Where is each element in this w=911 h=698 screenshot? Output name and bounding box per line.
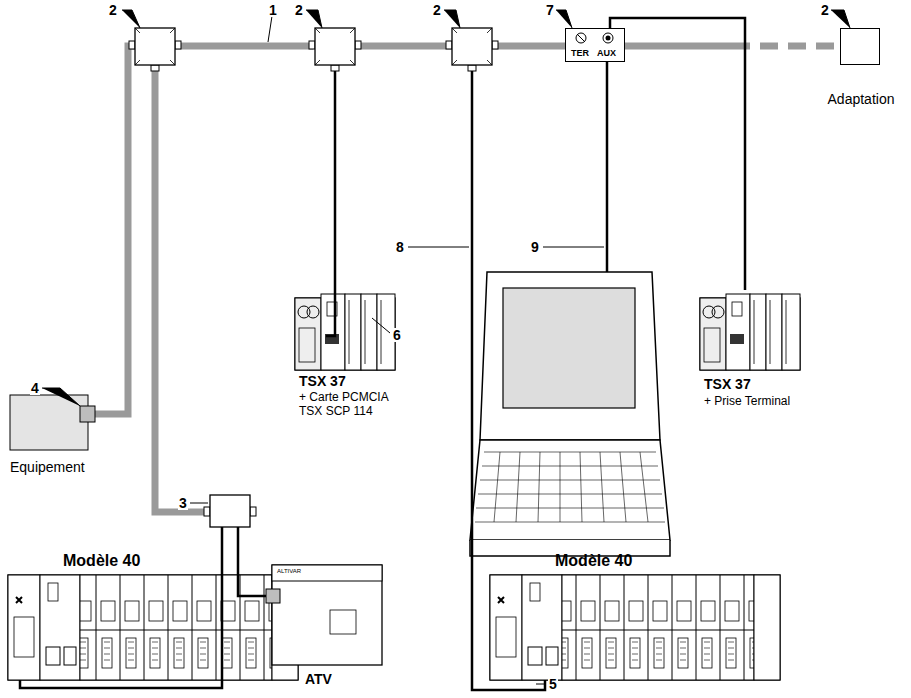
terminal-cable: [610, 18, 745, 290]
node-title: TSX 37: [299, 373, 399, 390]
bus-cable: [625, 43, 840, 50]
brand-label: ALTIVAR: [276, 568, 302, 574]
callout-number: 5: [548, 677, 558, 691]
model40-plc: Modèle 40: [8, 575, 298, 680]
tsx37-plc: TSX 37+ Carte PCMCIA TSX SCP 114: [295, 290, 395, 370]
callout-number: 7: [545, 3, 555, 17]
tsx37-plc: TSX 37+ Prise Terminal: [700, 290, 800, 370]
end-adaptation-box: Adaptation: [840, 28, 880, 65]
node-title: TER: [571, 48, 593, 59]
callout-number: 3: [178, 496, 188, 510]
callout-number: 2: [108, 3, 118, 17]
node-title: TSX 37: [704, 376, 804, 393]
model40-plc: Modèle 40: [490, 575, 780, 680]
callout-number: 2: [820, 3, 830, 17]
node-title: Modèle 40: [63, 551, 183, 570]
callout-number: 8: [395, 240, 405, 254]
callout-number: 2: [294, 3, 304, 17]
node-subtitle: + Prise Terminal: [704, 394, 844, 408]
node-title: ATV: [305, 671, 365, 688]
callout-number: 2: [432, 3, 442, 17]
aux-junction-box: TER AUX: [565, 28, 625, 62]
callout-number: 4: [30, 381, 40, 395]
callout-number: 9: [530, 240, 540, 254]
node-subtitle: AUX: [597, 48, 621, 59]
connector-sockets: [566, 29, 624, 47]
callout-number: 1: [268, 3, 278, 17]
node-title: Adaptation: [811, 91, 911, 108]
node-subtitle: + Carte PCMCIA TSX SCP 114: [299, 390, 411, 419]
node-title: Modèle 40: [555, 551, 675, 570]
equipment: Equipement: [10, 395, 95, 450]
altivar-drive: ATV: [272, 565, 382, 665]
node-title: Equipement: [10, 459, 110, 476]
callout-number: 6: [392, 328, 402, 342]
